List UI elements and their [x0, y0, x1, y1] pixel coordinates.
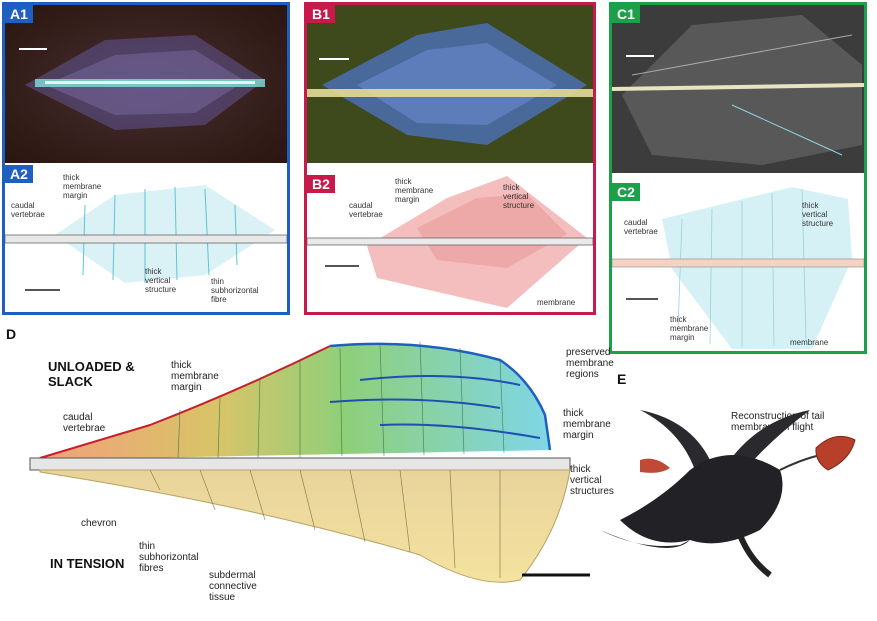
label-b2-caudal-vertebrae: caudal vertebrae — [349, 201, 383, 219]
label-d-preserved-regions: preserved membrane regions — [566, 347, 614, 380]
specimen-c1 — [612, 15, 864, 165]
drawing-b2-svg — [307, 176, 593, 308]
label-d-thick-margin-right: thick membrane margin — [563, 408, 611, 441]
tail-reconstruction — [29, 341, 590, 583]
label-d-subdermal: subdermal connective tissue — [209, 570, 257, 603]
label-d-thin-fibres: thin subhorizontal fibres — [139, 541, 199, 574]
label-c2-thick-vertical: thick vertical structure — [802, 201, 834, 228]
label-a2-caudal-vertebrae: caudal vertebrae — [11, 201, 45, 219]
label-in-tension: IN TENSION — [50, 556, 125, 571]
photo-a1 — [5, 5, 287, 163]
drawing-c2 — [612, 179, 864, 351]
label-unloaded-slack: UNLOADED & SLACK — [48, 359, 135, 389]
panel-c: C1 C2 caudal vertebrae thick vertical st… — [609, 2, 867, 354]
specimen-a1 — [19, 35, 265, 130]
tag-a2: A2 — [5, 165, 33, 183]
drawing-a2 — [5, 165, 287, 312]
label-c2-thick-margin: thick membrane margin — [670, 315, 709, 342]
label-a2-thin-fibre: thin subhorizontal fibre — [211, 277, 259, 304]
drawing-c2-svg — [612, 187, 864, 349]
label-b2-thick-vertical: thick vertical structure — [503, 183, 535, 210]
label-c2-membrane: membrane — [790, 338, 829, 347]
tag-c2: C2 — [612, 183, 640, 201]
tag-c1: C1 — [612, 5, 640, 23]
drawing-b2 — [307, 168, 593, 312]
label-a2-thick-margin: thick membrane margin — [63, 173, 102, 200]
label-d-thick-margin-top: thick membrane margin — [171, 360, 219, 393]
specimen-b1 — [307, 23, 593, 145]
label-c2-caudal-vertebrae: caudal vertebrae — [624, 218, 658, 236]
label-d-thick-vertical: thick vertical structures — [570, 464, 614, 497]
photo-b1 — [307, 5, 593, 163]
label-a2-thick-vertical: thick vertical structure — [145, 267, 177, 294]
tag-e: E — [617, 371, 627, 387]
label-b2-thick-margin: thick membrane margin — [395, 177, 434, 204]
tag-b1: B1 — [307, 5, 335, 23]
tag-d: D — [6, 326, 17, 342]
label-b2-membrane: membrane — [537, 298, 576, 307]
tag-a1: A1 — [5, 5, 33, 23]
panel-a: A1 A2 caudal vertebrae thick membrane ma… — [2, 2, 290, 315]
drawing-a2-svg — [5, 185, 287, 291]
panel-b: B1 B2 caudal vertebrae thick membrane ma… — [304, 2, 596, 315]
label-d-chevron: chevron — [81, 518, 117, 529]
tag-b2: B2 — [307, 175, 335, 193]
label-d-caudal-vertebrae: caudal vertebrae — [63, 412, 106, 434]
photo-c1 — [612, 5, 864, 173]
pterosaur-illustration — [600, 410, 856, 578]
